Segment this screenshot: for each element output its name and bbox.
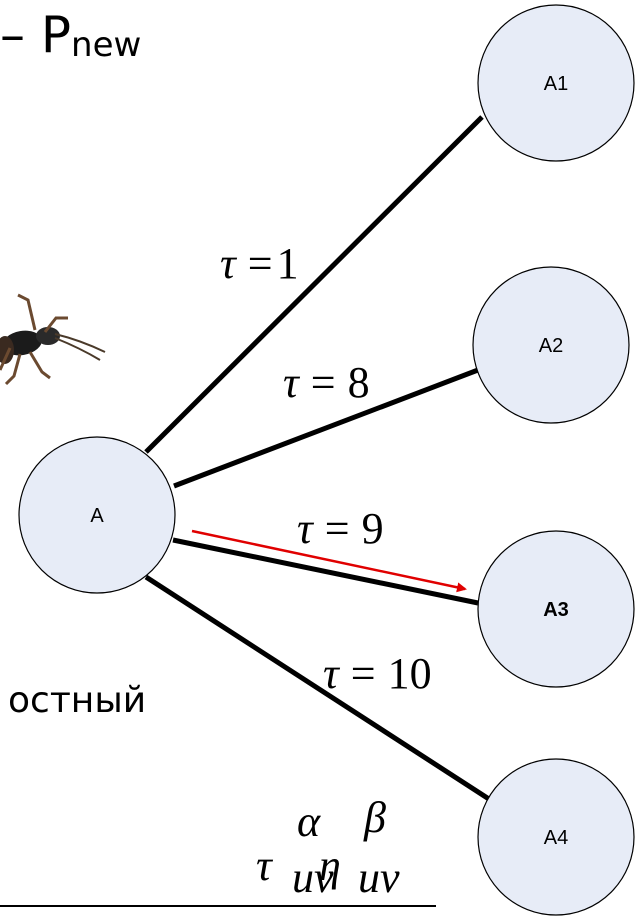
- edge-a-a3: [172, 537, 479, 606]
- fragment-text: остный: [8, 680, 146, 721]
- svg-text:uv: uv: [292, 853, 334, 902]
- ant-image: [0, 293, 106, 386]
- node-a3: A3: [477, 530, 635, 688]
- chosen-path-arrow: [191, 529, 467, 593]
- heading-subscript: new: [71, 25, 141, 65]
- svg-text:α: α: [297, 797, 321, 846]
- edge-label-a4: τ=10: [323, 649, 432, 698]
- edge-label-a2: τ=8: [283, 358, 370, 407]
- formula-numerator: τ α uv η β uv: [256, 793, 400, 902]
- svg-text:β: β: [363, 793, 386, 842]
- edge-label-a3: τ=9: [297, 504, 384, 553]
- node-a1: A1: [477, 4, 635, 162]
- node-a: A: [18, 436, 176, 594]
- node-a3-label: A3: [543, 599, 569, 621]
- edge-a-a4: [144, 574, 494, 804]
- node-a4: A4: [477, 758, 635, 916]
- edge-a-a1: [144, 115, 484, 454]
- node-a1-label: A1: [544, 73, 568, 95]
- node-a2: A2: [472, 266, 630, 424]
- node-a-label: A: [90, 505, 104, 527]
- edge-label-a1: τ=1: [220, 239, 299, 288]
- svg-text:η: η: [319, 841, 341, 890]
- svg-text:uv: uv: [358, 853, 400, 902]
- node-a4-label: A4: [544, 827, 568, 849]
- node-a2-label: A2: [539, 335, 563, 357]
- edge-a-a2: [173, 367, 479, 489]
- heading-text: – Pnew: [0, 6, 141, 65]
- svg-text:τ: τ: [256, 841, 274, 890]
